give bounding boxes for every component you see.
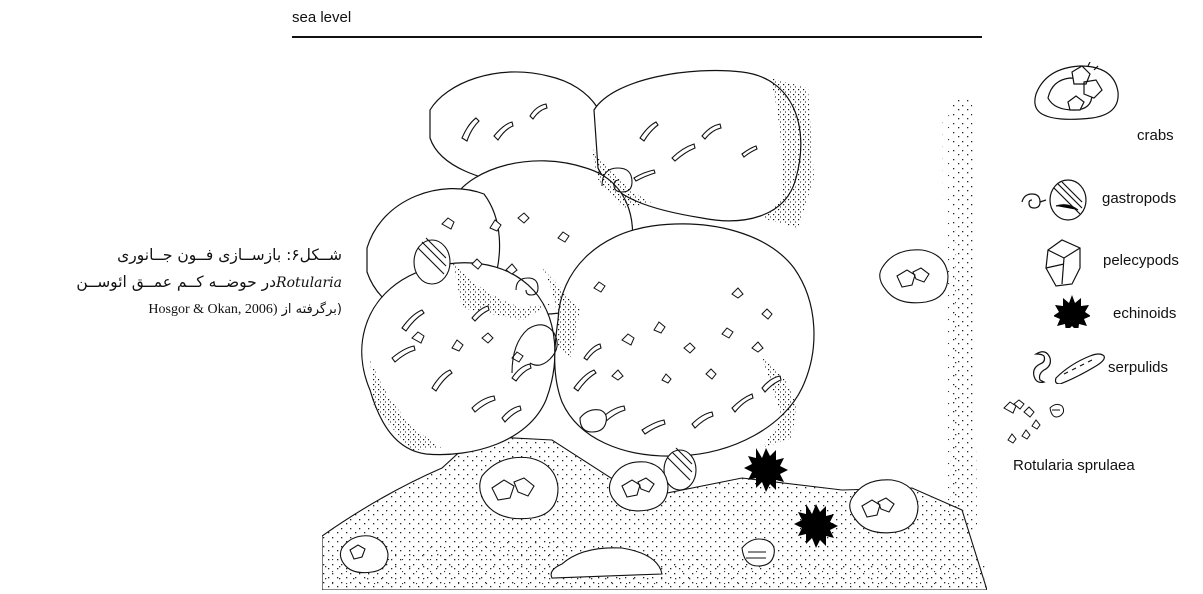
crab-icon bbox=[1028, 62, 1124, 120]
rotularia-icon bbox=[1000, 398, 1080, 446]
legend-label-crabs: crabs bbox=[1137, 127, 1174, 144]
caption-line-2-text: در حوضــه کــم عمــق ائوســن bbox=[76, 273, 276, 291]
caption-line-3: (برگرفته از Hosgor & Okan, 2006) bbox=[60, 299, 342, 321]
pelecypod-icon bbox=[1040, 236, 1086, 288]
legend-label-pelecypods: pelecypods bbox=[1103, 252, 1179, 269]
sea-level-label: sea level bbox=[292, 9, 351, 26]
legend-label-gastropods: gastropods bbox=[1102, 190, 1176, 207]
reconstruction-illustration bbox=[322, 58, 987, 590]
caption-line-1: شــکل۶: بازســازی فــون جــانوری bbox=[60, 242, 342, 269]
serpulid-icon bbox=[1028, 346, 1108, 384]
caption-citation: Hosgor & Okan, 2006) bbox=[148, 302, 277, 317]
legend-label-serpulids: serpulids bbox=[1108, 359, 1168, 376]
sea-level-line bbox=[292, 36, 982, 38]
reconstruction-drawing bbox=[322, 58, 987, 590]
legend-label-echinoids: echinoids bbox=[1113, 305, 1176, 322]
echinoid-icon bbox=[1054, 294, 1090, 328]
legend-label-rotularia: Rotularia sprulaea bbox=[1013, 457, 1135, 474]
figure-caption: شــکل۶: بازســازی فــون جــانوری Rotular… bbox=[60, 242, 342, 321]
gastropod-icon bbox=[1018, 178, 1092, 222]
caption-line-2: Rotulariaدر حوضــه کــم عمــق ائوســن bbox=[60, 269, 342, 297]
